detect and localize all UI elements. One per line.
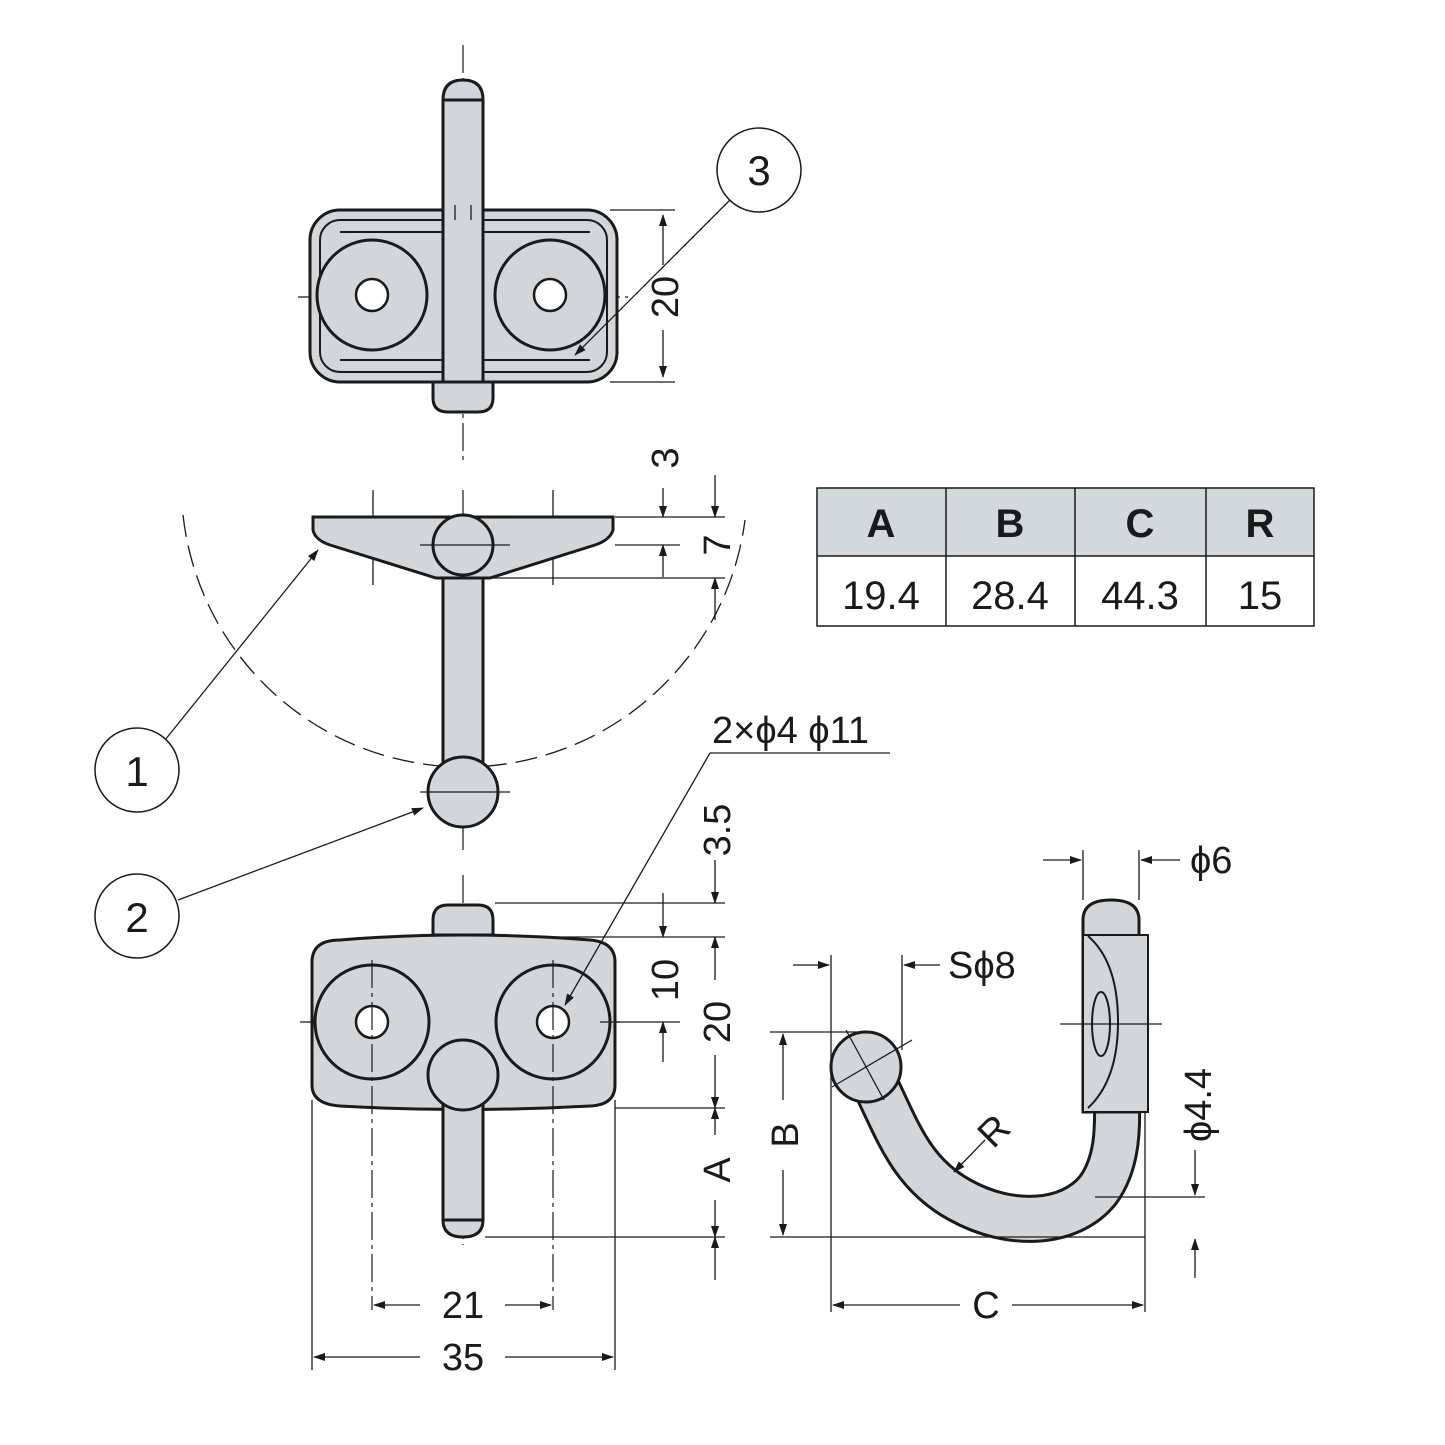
hook-view: ϕ6 Sϕ8 B R ϕ4.4 C bbox=[765, 840, 1232, 1327]
dim-front-height: 20 bbox=[697, 1001, 739, 1043]
dimension-table: A B C R 19.4 28.4 44.3 15 bbox=[816, 487, 1315, 627]
dim-hook-b: B bbox=[765, 1122, 807, 1147]
table-value-b: 28.4 bbox=[971, 574, 1049, 618]
table-header-r: R bbox=[1246, 502, 1275, 546]
dim-hook-ball: Sϕ8 bbox=[948, 945, 1016, 987]
side-view: 3 7 1 2 bbox=[94, 447, 746, 959]
dim-hole-spec: 2×ϕ4 ϕ11 bbox=[712, 710, 869, 752]
dim-hole-pitch: 21 bbox=[442, 1285, 484, 1327]
balloon-2-label: 2 bbox=[125, 894, 148, 941]
table-header-c: C bbox=[1126, 502, 1155, 546]
dim-front-top-offset: 3.5 bbox=[697, 804, 739, 857]
balloon-3 bbox=[716, 127, 802, 213]
top-view: 20 3 bbox=[298, 45, 802, 460]
dim-side-offset: 3 bbox=[645, 447, 687, 468]
table-value-c: 44.3 bbox=[1101, 574, 1179, 618]
table-header-a: A bbox=[867, 502, 896, 546]
dim-hook-c: C bbox=[972, 1285, 999, 1327]
front-view: 3.5 10 20 A 2×ϕ4 ϕ11 21 35 bbox=[300, 710, 890, 1379]
dim-hook-wire-dia: ϕ4.4 bbox=[1178, 1068, 1220, 1142]
balloon-1 bbox=[94, 727, 180, 813]
dim-front-hole-offset: 10 bbox=[645, 959, 687, 1001]
balloon-3-label: 3 bbox=[747, 147, 770, 194]
table-value-a: 19.4 bbox=[842, 574, 920, 618]
balloon-2 bbox=[94, 873, 180, 959]
balloon-1-label: 1 bbox=[125, 748, 148, 795]
dim-overall-width: 35 bbox=[442, 1337, 484, 1379]
dim-hook-pin-dia: ϕ6 bbox=[1190, 840, 1232, 882]
table-value-r: 15 bbox=[1238, 574, 1283, 618]
dim-side-thickness: 7 bbox=[697, 534, 739, 555]
dim-front-pin: A bbox=[697, 1157, 739, 1183]
table-header-b: B bbox=[996, 502, 1025, 546]
dim-top-height: 20 bbox=[645, 276, 687, 318]
